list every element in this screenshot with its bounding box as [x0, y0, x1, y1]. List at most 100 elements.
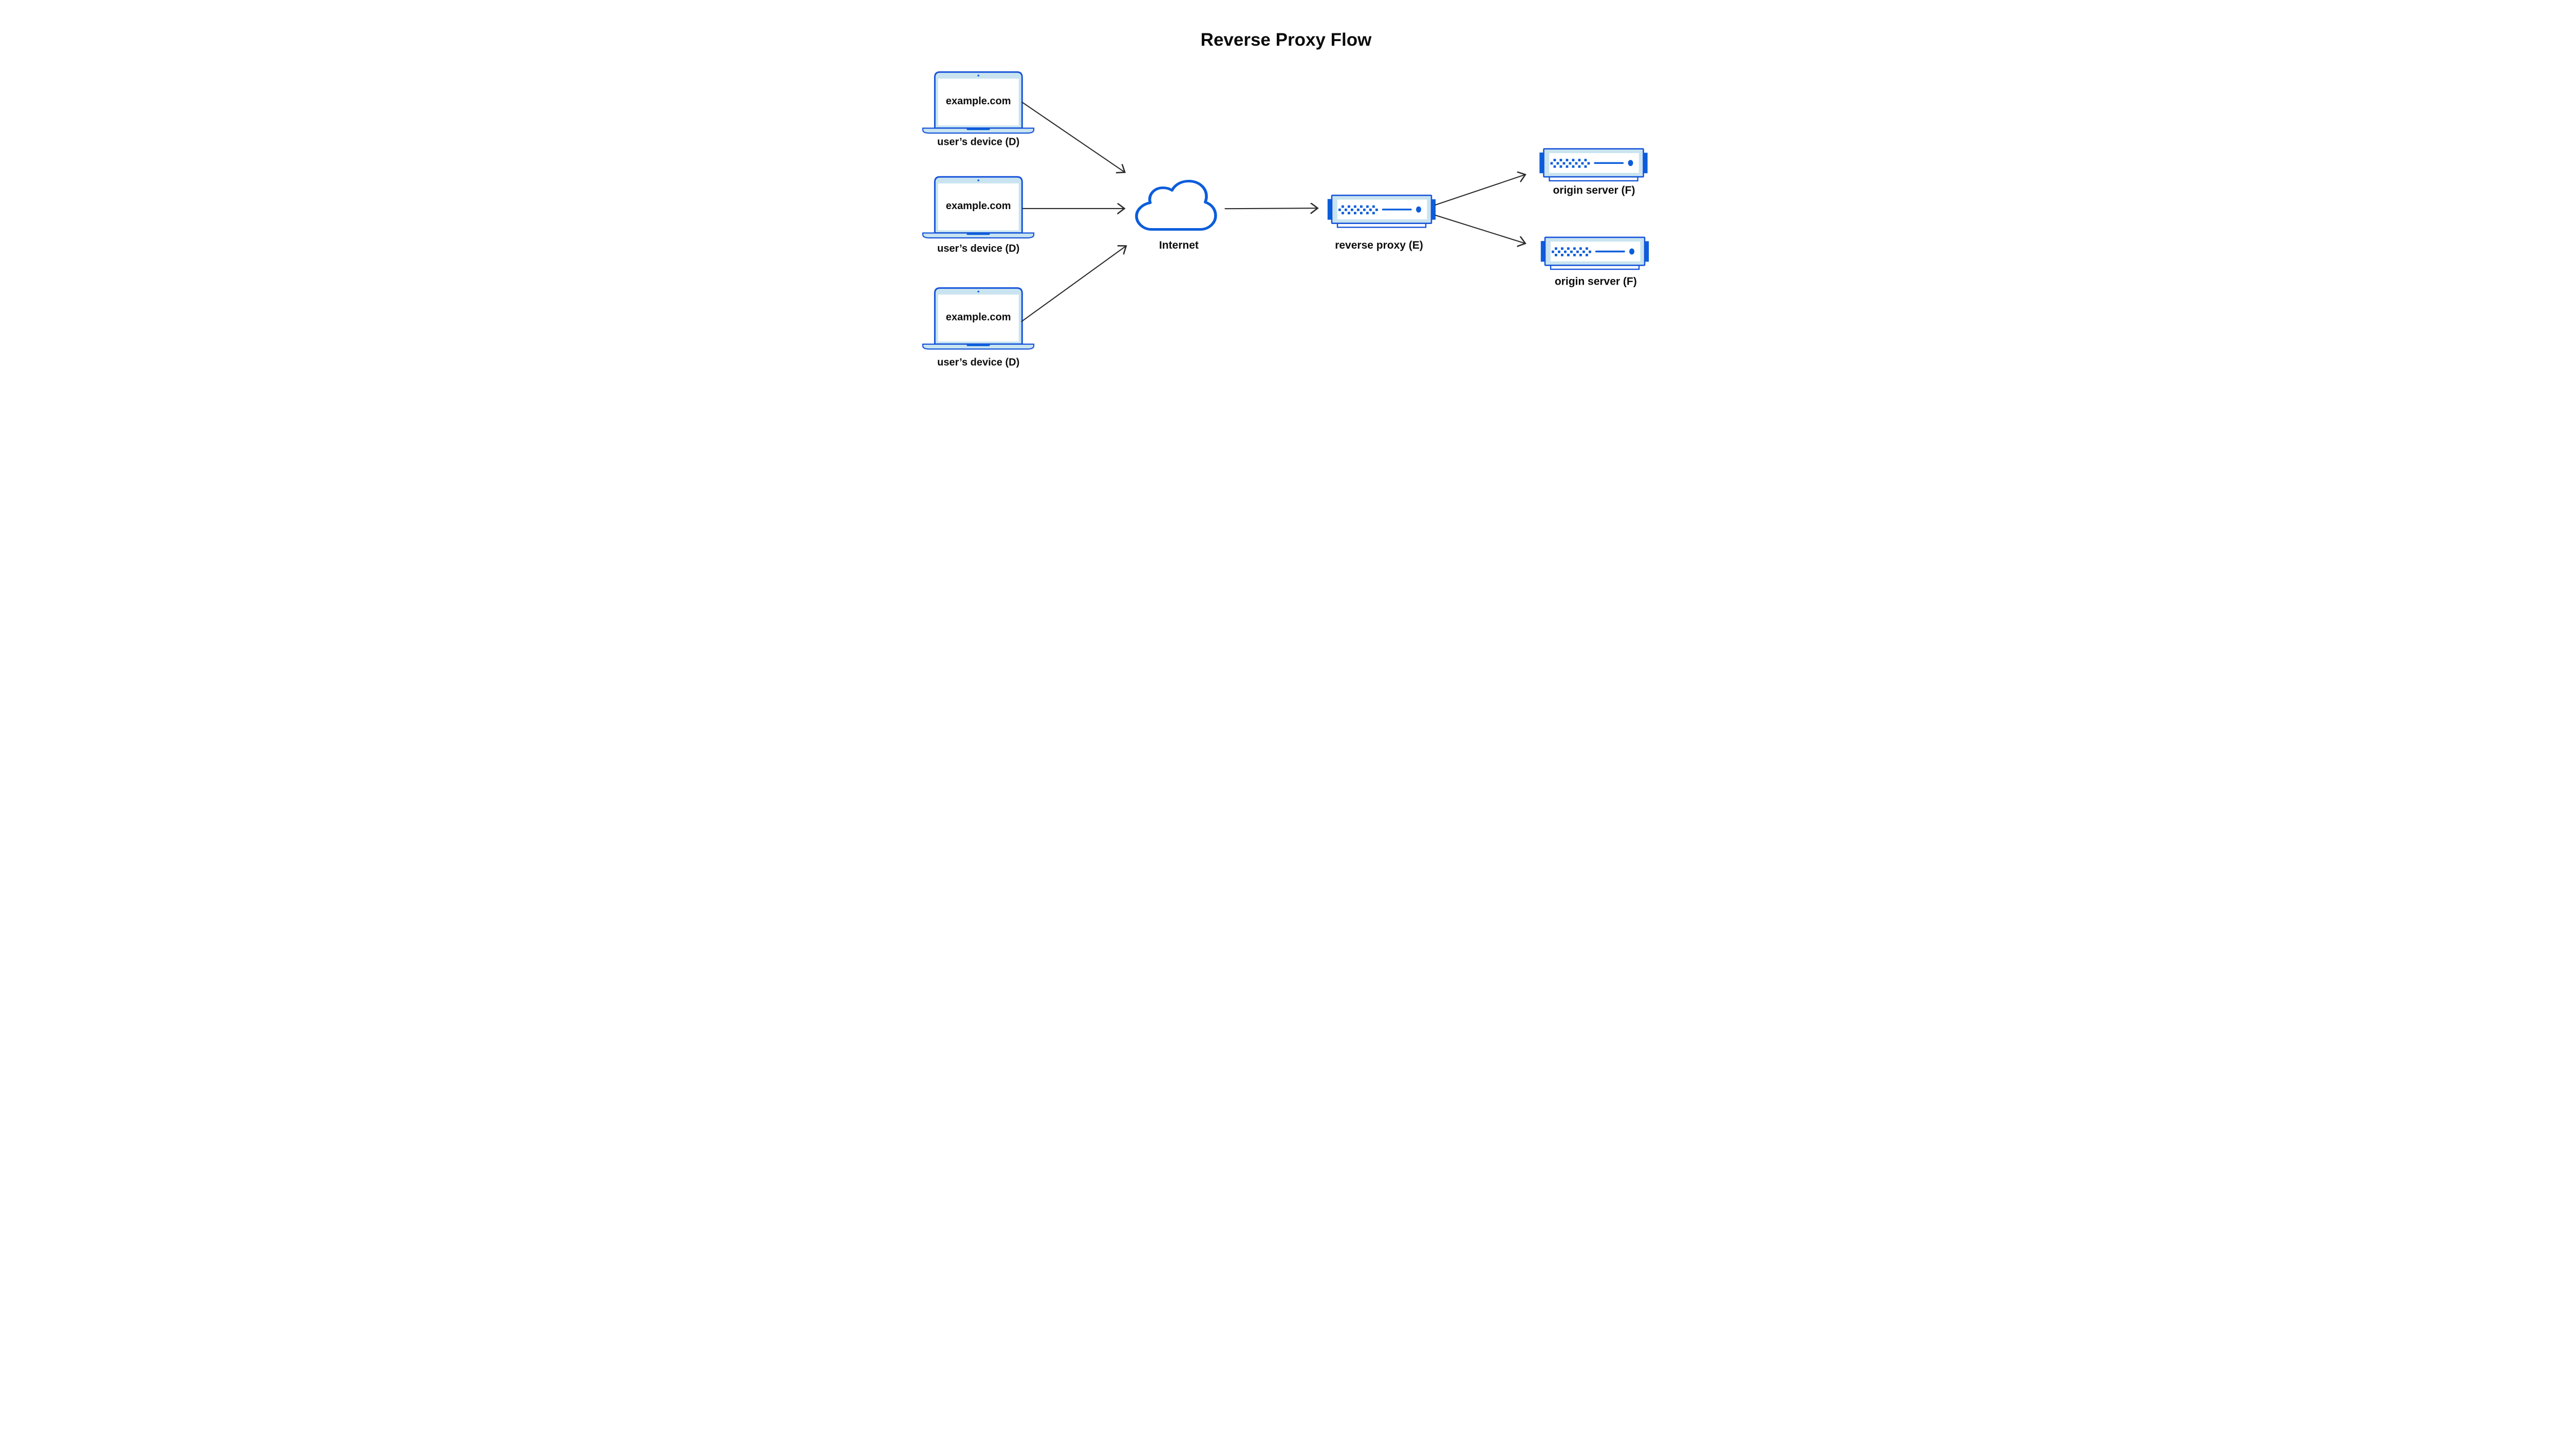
vent-dot	[1369, 209, 1372, 211]
vent-dot	[1375, 209, 1378, 211]
origin-server-label: origin server (F)	[1553, 184, 1635, 196]
vent-dot	[1353, 212, 1356, 215]
vent-dot	[1585, 254, 1588, 256]
vent-dot	[1551, 250, 1554, 253]
vent-dot	[1578, 165, 1580, 168]
server-left-tab	[1327, 199, 1332, 220]
server-left-tab	[1540, 241, 1546, 262]
server-right-tab	[1431, 199, 1436, 220]
vent-dot	[1585, 247, 1588, 250]
vent-dot	[1576, 250, 1579, 253]
server-led	[1628, 160, 1633, 166]
vent-dot	[1553, 159, 1556, 161]
vent-dot	[1587, 162, 1590, 165]
vent-dot	[1559, 159, 1562, 161]
page-title: Reverse Proxy Flow	[1200, 30, 1371, 50]
vent-dot	[1366, 212, 1369, 215]
laptop-notch	[966, 128, 990, 130]
vent-dot	[1554, 247, 1557, 250]
vent-dot	[1560, 247, 1563, 250]
user-device-3: example.com user’s device (D)	[922, 287, 1034, 368]
vent-dot	[1567, 247, 1570, 250]
laptop-base	[922, 343, 1034, 350]
cloud-icon	[1134, 180, 1217, 231]
server-right-tab	[1643, 153, 1648, 174]
reverse-proxy-label: reverse proxy (E)	[1335, 239, 1423, 251]
vent-dot	[1553, 165, 1556, 168]
vent-dot	[1566, 159, 1568, 161]
vent-dot	[1344, 209, 1347, 211]
flow-internet-to-proxy	[1224, 208, 1317, 209]
device-label: user’s device (D)	[937, 137, 1019, 148]
vent-dot	[1575, 162, 1577, 165]
vent-dot	[1554, 254, 1557, 256]
vent-dot	[1559, 165, 1562, 168]
device-screen-url: example.com	[945, 200, 1011, 212]
vent-dot	[1582, 250, 1585, 253]
reverse-proxy-flow-diagram: Reverse Proxy Flow example.com user’s de…	[882, 0, 1687, 403]
flow-device1-to-internet	[1021, 101, 1125, 172]
vent-dot	[1366, 205, 1369, 208]
camera-icon	[977, 290, 979, 293]
device-screen-url: example.com	[945, 311, 1011, 323]
origin-server-1	[1539, 148, 1648, 182]
server-led	[1629, 248, 1634, 255]
laptop-base	[922, 232, 1034, 239]
vent-dot	[1572, 165, 1574, 168]
vent-dot	[1567, 254, 1570, 256]
vent-dot	[1341, 205, 1344, 208]
vent-dot	[1560, 254, 1563, 256]
reverse-proxy-node	[1327, 194, 1436, 228]
vent-dot	[1338, 209, 1341, 211]
vent-dot	[1556, 162, 1559, 165]
vent-dot	[1566, 165, 1568, 168]
diagram-canvas: Reverse Proxy Flow example.com user’s de…	[922, 30, 1649, 368]
device-label: user’s device (D)	[937, 357, 1019, 368]
vent-dot	[1550, 162, 1553, 165]
vent-dot	[1579, 254, 1582, 256]
vent-dot	[1584, 165, 1587, 168]
vent-dot	[1581, 162, 1584, 165]
vent-dot	[1557, 250, 1560, 253]
laptop-notch	[966, 233, 990, 235]
vent-dot	[1360, 205, 1363, 208]
internet-label: Internet	[1159, 239, 1198, 251]
server-led	[1416, 206, 1421, 213]
user-device-1: example.com user’s device (D)	[922, 71, 1034, 148]
vent-dot	[1573, 254, 1576, 256]
laptop-screen	[938, 183, 1019, 231]
flow-proxy-to-origin2	[1434, 214, 1525, 244]
vent-dot	[1579, 247, 1582, 250]
vent-dot	[1562, 162, 1565, 165]
vent-dot	[1372, 212, 1375, 215]
vent-dot	[1588, 250, 1591, 253]
vent-dot	[1584, 159, 1587, 161]
device-label: user’s device (D)	[937, 243, 1019, 254]
vent-dot	[1347, 205, 1350, 208]
vent-dot	[1573, 247, 1576, 250]
flow-device3-to-internet	[1020, 246, 1126, 323]
vent-dot	[1572, 159, 1574, 161]
server-vent-dots	[1338, 205, 1378, 215]
camera-icon	[977, 74, 979, 77]
user-device-2: example.com user’s device (D)	[922, 176, 1034, 254]
camera-icon	[977, 179, 979, 181]
internet-node: Internet	[1134, 180, 1217, 251]
vent-dot	[1372, 205, 1375, 208]
laptop-screen	[938, 79, 1019, 126]
vent-dot	[1563, 250, 1567, 253]
server-vent-dots	[1550, 159, 1590, 168]
vent-dot	[1569, 162, 1571, 165]
vent-dot	[1341, 212, 1344, 215]
vent-dot	[1350, 209, 1353, 211]
origin-server-2	[1540, 236, 1649, 270]
laptop-notch	[966, 344, 990, 346]
server-right-tab	[1644, 241, 1649, 262]
server-vent-dots	[1551, 247, 1591, 256]
vent-dot	[1353, 205, 1356, 208]
vent-dot	[1360, 212, 1363, 215]
vent-dot	[1347, 212, 1350, 215]
device-screen-url: example.com	[945, 96, 1011, 107]
vent-dot	[1356, 209, 1360, 211]
flow-proxy-to-origin1	[1434, 175, 1525, 206]
